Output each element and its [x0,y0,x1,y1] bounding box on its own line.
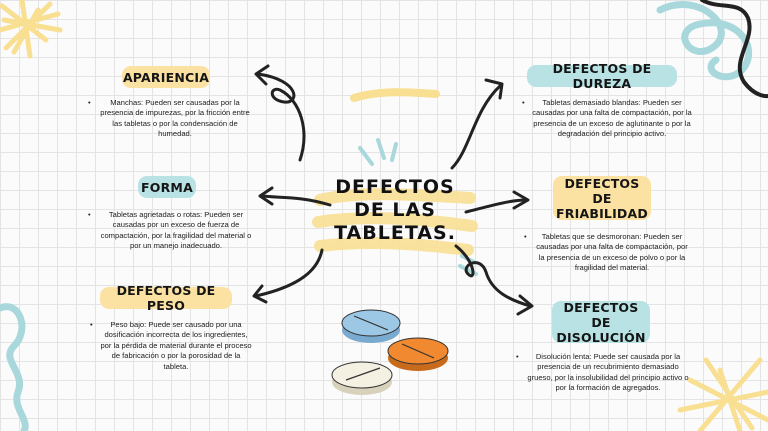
scribble-decoration-icon [0,303,29,431]
node-friabilidad-title-line2: FRIABILIDAD [556,205,648,221]
center-title-line3: TABLETAS. [334,222,456,245]
scribble-decoration-icon [677,357,768,431]
bullet: • [524,232,527,241]
node-dureza-description: • Tabletas demasiado blandas: Pueden ser… [520,98,692,140]
curly-arrow-icon [464,198,528,214]
center-title-line1: DEFECTOS [335,176,455,198]
curly-arrow-icon [254,248,324,298]
node-disolucion-title: DEFECTOS DE DISOLUCIÓN [552,299,650,345]
bullet: • [88,98,91,107]
tablet-pill-icon [341,309,401,343]
node-disolucion-title-line1: DEFECTOS DE [563,299,639,330]
node-disolucion-title-line2: DISOLUCIÓN [556,329,646,345]
tablet-pill-icon [387,337,449,371]
curly-arrow-icon [454,244,532,308]
node-friabilidad-title: DEFECTOS DE FRIABILIDAD [553,175,651,221]
scribble-decoration-icon [700,0,768,99]
tablet-pill-icon [331,361,393,395]
node-forma-description: • Tabletas agrietadas o rotas: Pueden se… [86,210,254,252]
scribble-decoration-icon [0,0,63,59]
node-disolucion-description: • Disolución lenta: Puede ser causada po… [514,352,690,394]
curly-arrow-icon [260,194,332,207]
node-forma-title: FORMA [138,176,196,198]
scribble-decoration-icon [656,1,753,81]
bullet: • [88,210,91,219]
node-dureza-text: Tabletas demasiado blandas: Pueden ser c… [532,98,692,139]
bullet: • [90,320,93,329]
scribble-decoration-icon [312,188,478,256]
node-friabilidad-text: Tabletas que se desmoronan: Pueden ser c… [536,232,688,273]
scribble-decoration-icon [350,88,440,102]
bullet: • [516,352,519,361]
node-forma-text: Tabletas agrietadas o rotas: Pueden ser … [100,210,252,251]
node-disolucion-text: Disolución lenta: Puede ser causada por … [527,352,689,393]
curly-arrow-icon [450,84,502,170]
bullet: • [522,98,525,107]
node-dureza-title: DEFECTOS DE DUREZA [527,61,677,91]
node-apariencia-title: APARIENCIA [122,66,210,88]
node-peso-text: Peso bajo: Puede ser causado por una dos… [100,320,252,371]
curly-arrow-icon [256,72,306,162]
node-apariencia-text: Manchas: Pueden ser causadas por la pres… [100,98,250,139]
node-peso-title: DEFECTOS DE PESO [100,283,232,313]
center-title: DEFECTOS DE LAS TABLETAS. [325,176,465,246]
node-peso-description: • Peso bajo: Puede ser causado por una d… [88,320,252,372]
node-friabilidad-description: • Tabletas que se desmoronan: Pueden ser… [522,232,690,274]
center-title-line2: DE LAS [354,199,436,222]
node-apariencia-description: • Manchas: Pueden ser causadas por la pr… [86,98,252,140]
node-friabilidad-title-line1: DEFECTOS DE [564,175,640,206]
